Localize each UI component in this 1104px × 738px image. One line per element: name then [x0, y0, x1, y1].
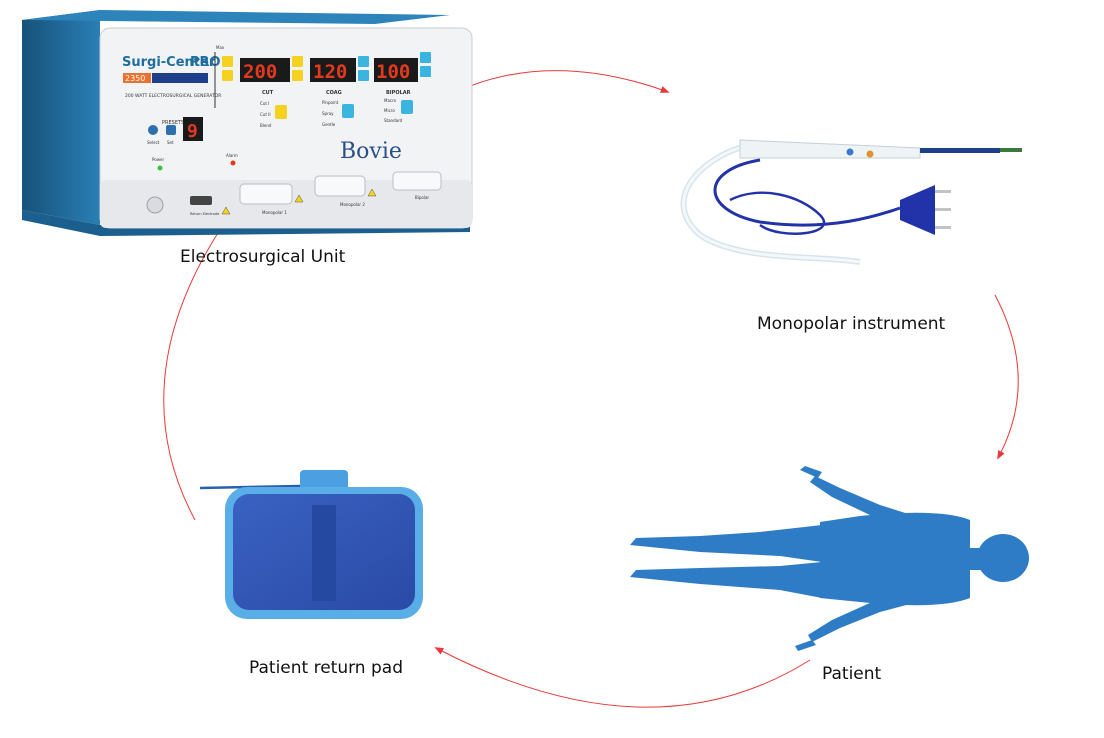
esu-coag-mode-2: Gentle	[322, 122, 336, 127]
patient-hand-upper	[800, 466, 822, 478]
esu-cut-down-button[interactable]	[222, 70, 233, 81]
esu-power-label: Power	[152, 157, 164, 162]
esu-base	[22, 210, 470, 236]
esu-coag-mode-0: Pinpoint	[322, 100, 339, 105]
esu-set-label: Set	[167, 140, 174, 145]
esu-coag-mode-button[interactable]	[342, 104, 354, 118]
esu-bipolar-mode-0: Macro	[384, 98, 397, 103]
instrument-pencil-body	[739, 139, 921, 159]
esu-cut-down-button-right[interactable]	[292, 70, 303, 81]
patient-torso	[820, 512, 970, 606]
esu-bipolar-mode-1: Micro	[384, 108, 395, 113]
esu-cut-display	[240, 58, 290, 82]
esu-model: 2350	[125, 74, 145, 83]
instrument-coag-button	[866, 150, 874, 158]
esu-cut-up-button[interactable]	[222, 56, 233, 67]
patient-neck	[968, 548, 984, 570]
esu-preset-display	[183, 117, 203, 141]
pad-center-strip	[312, 505, 336, 601]
instrument-plug-pin-3	[935, 226, 951, 229]
esu-bipolar-value: 100	[376, 61, 410, 83]
esu-preset-select-button[interactable]	[148, 125, 158, 135]
esu-select-label: Select	[147, 140, 160, 145]
esu-preset-value: 9	[187, 121, 198, 142]
patient-silhouette	[630, 466, 1029, 651]
esu-warning-icon-3	[367, 188, 377, 197]
label-monopolar-instrument: Monopolar instrument	[757, 314, 946, 334]
esu-monopolar2-port[interactable]	[314, 175, 366, 197]
instrument-plug-pin-2	[935, 208, 951, 211]
esu-bipolar-mode-2: Standard	[384, 118, 403, 123]
esu-bipolar-port-label: Bipolar	[415, 195, 429, 200]
esu-cut-mode-2: Blend	[260, 123, 272, 128]
patient-return-pad	[199, 470, 423, 619]
monopolar-instrument	[680, 139, 1022, 265]
patient-arm-upper	[810, 476, 940, 536]
arrow-pad-to-esu	[163, 220, 226, 521]
esu-return-label: Return Electrode	[190, 212, 219, 216]
instrument-cable	[713, 158, 901, 227]
electrosurgical-unit: Surgi-Center PRO 2350 200 WATT ELECTROSU…	[22, 10, 473, 236]
esu-cut-label: CUT	[262, 90, 274, 96]
esu-cut-mode-button[interactable]	[275, 105, 287, 119]
label-patient-return-pad: Patient return pad	[249, 658, 403, 678]
esu-side-panel	[22, 10, 100, 225]
esu-maker-logo: Bovie	[340, 139, 402, 164]
patient-leg-upper	[630, 525, 822, 562]
esu-coag-value: 120	[313, 61, 347, 83]
instrument-cut-button	[846, 148, 854, 156]
esu-top-panel	[22, 10, 450, 24]
esu-coag-label: COAG	[326, 90, 342, 96]
instrument-tip	[1000, 148, 1022, 152]
esu-coag-display	[310, 58, 356, 82]
patient-head	[977, 534, 1029, 582]
patient-hand-lower	[795, 640, 816, 651]
instrument-plug-pin-1	[935, 190, 951, 193]
esu-cut-up-button-right[interactable]	[292, 56, 303, 67]
esu-model-bar	[152, 73, 208, 83]
esu-bipolar-display	[374, 58, 418, 82]
esu-preset-set-button[interactable]	[166, 125, 176, 135]
esu-presets-label: PRESETS	[162, 120, 184, 126]
esu-monopolar2-label: Monopolar 2	[340, 202, 365, 207]
esu-max-label: Max	[216, 45, 225, 50]
esu-coag-up-button[interactable]	[358, 56, 369, 67]
esu-brand: Surgi-Center	[122, 55, 216, 70]
esu-bipolar-up-button[interactable]	[420, 52, 431, 63]
esu-bipolar-port[interactable]	[392, 171, 442, 191]
arrow-instrument-to-patient	[994, 294, 1019, 460]
label-patient: Patient	[822, 664, 882, 684]
esu-monopolar1-label: Monopolar 1	[262, 210, 287, 215]
esu-cut-value: 200	[243, 61, 277, 83]
esu-bipolar-label: BIPOLAR	[386, 90, 411, 96]
esu-warning-icon	[221, 206, 231, 215]
patient-arm-lower	[808, 586, 940, 642]
instrument-cable-loop	[729, 191, 825, 235]
instrument-blade	[920, 148, 1000, 153]
esu-warning-icon-2	[294, 194, 304, 203]
esu-cut-mode-0: Cut I	[260, 101, 269, 106]
instrument-hose-inner	[682, 145, 861, 264]
esu-return-electrode-port[interactable]	[190, 196, 212, 205]
esu-alarm-led	[230, 160, 236, 166]
esu-subtitle: 200 WATT ELECTROSURGICAL GENERATOR	[125, 93, 221, 99]
esu-brand-suffix: PRO	[190, 55, 221, 70]
esu-cut-mode-1: Cut II	[260, 112, 271, 117]
instrument-plug	[900, 185, 935, 235]
esu-model-badge	[123, 73, 151, 83]
esu-alarm-label: Alarm	[226, 153, 238, 158]
esu-monopolar1-port[interactable]	[239, 183, 293, 205]
esu-coag-down-button[interactable]	[358, 70, 369, 81]
esu-power-switch[interactable]	[146, 196, 164, 214]
label-electrosurgical-unit: Electrosurgical Unit	[180, 247, 346, 267]
arrow-patient-to-pad	[434, 647, 811, 708]
esu-bipolar-down-button[interactable]	[420, 66, 431, 77]
patient-leg-lower	[630, 562, 822, 598]
esu-coag-mode-1: Spray	[322, 111, 334, 116]
esu-bipolar-mode-button[interactable]	[401, 100, 413, 114]
esu-power-led	[157, 165, 163, 171]
